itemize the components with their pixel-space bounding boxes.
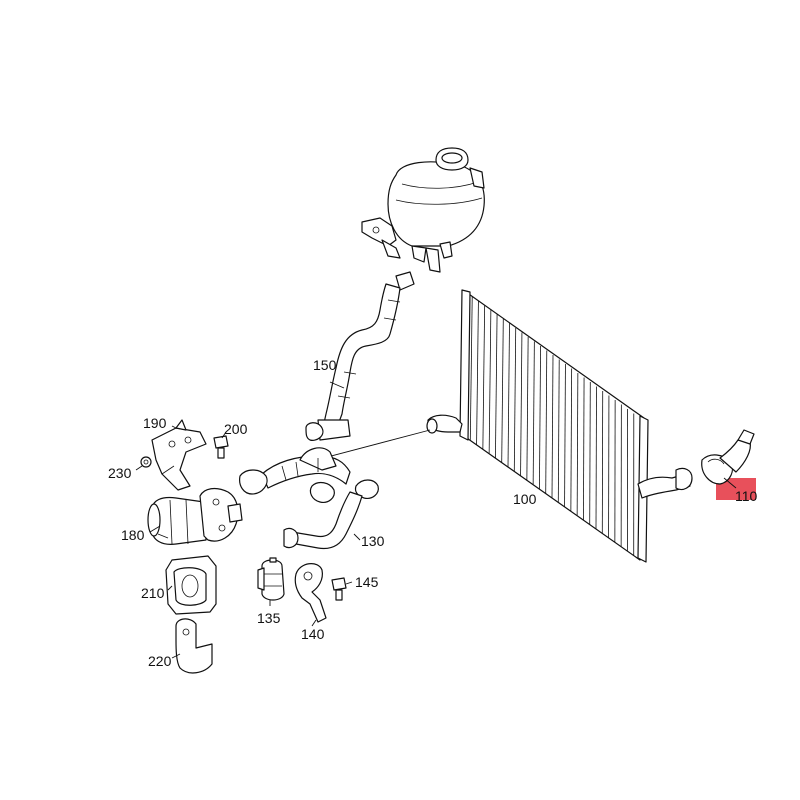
bracket-220 <box>175 618 213 674</box>
radiator-fin <box>520 332 523 476</box>
callout-100: 100 <box>513 491 537 507</box>
callout-145: 145 <box>355 574 379 590</box>
clip-230 <box>140 456 152 468</box>
radiator-fin <box>532 341 535 485</box>
radiator-fin <box>576 372 579 516</box>
radiator-fin <box>501 318 504 463</box>
radiator-fin <box>488 309 492 454</box>
bracket-140 <box>294 563 327 623</box>
coolant-hose-assembly <box>239 447 351 503</box>
callout-110: 110 <box>735 488 758 504</box>
callout-230: 230 <box>108 465 132 481</box>
radiator-fin <box>513 327 517 472</box>
radiator-100 <box>426 289 649 563</box>
coolant-hose-150 <box>305 271 415 441</box>
callout-200: 200 <box>224 421 248 437</box>
radiator-fin <box>495 314 498 459</box>
callout-180: 180 <box>121 527 145 543</box>
callout-190: 190 <box>143 415 167 431</box>
radiator-fin <box>583 377 585 521</box>
bracket-190 <box>151 419 207 491</box>
radiator-fin <box>526 336 529 481</box>
radiator-fin <box>545 350 548 494</box>
coolant-hose-130 <box>283 479 379 550</box>
coolant-pump-180 <box>147 487 243 545</box>
radiator-fin <box>539 345 541 490</box>
rubber-mount-210 <box>165 555 217 615</box>
radiator-fin <box>564 363 566 507</box>
coolant-hose-110 <box>637 429 755 499</box>
callout-210: 210 <box>141 585 165 601</box>
leader-lines <box>135 381 737 659</box>
coolant-expansion-tank <box>361 147 485 273</box>
bolt-200 <box>213 435 229 459</box>
radiator-fin <box>551 354 554 499</box>
radiator-core-fins <box>469 296 635 556</box>
hose-clamp-135 <box>257 557 285 601</box>
callout-140: 140 <box>301 626 325 642</box>
radiator-fin <box>595 386 597 530</box>
radiator-fin <box>469 296 473 441</box>
radiator-fin <box>482 305 486 450</box>
radiator-fin <box>570 368 573 512</box>
radiator-fin <box>476 300 479 445</box>
callout-150: 150 <box>313 357 337 373</box>
highlight-marker-110 <box>716 478 756 500</box>
radiator-fin <box>557 359 560 503</box>
callout-220: 220 <box>148 653 172 669</box>
bolt-145 <box>331 577 347 601</box>
radiator-fin <box>589 381 591 525</box>
radiator-fin <box>507 323 510 468</box>
callout-130: 130 <box>361 533 385 549</box>
callout-135: 135 <box>257 610 281 626</box>
